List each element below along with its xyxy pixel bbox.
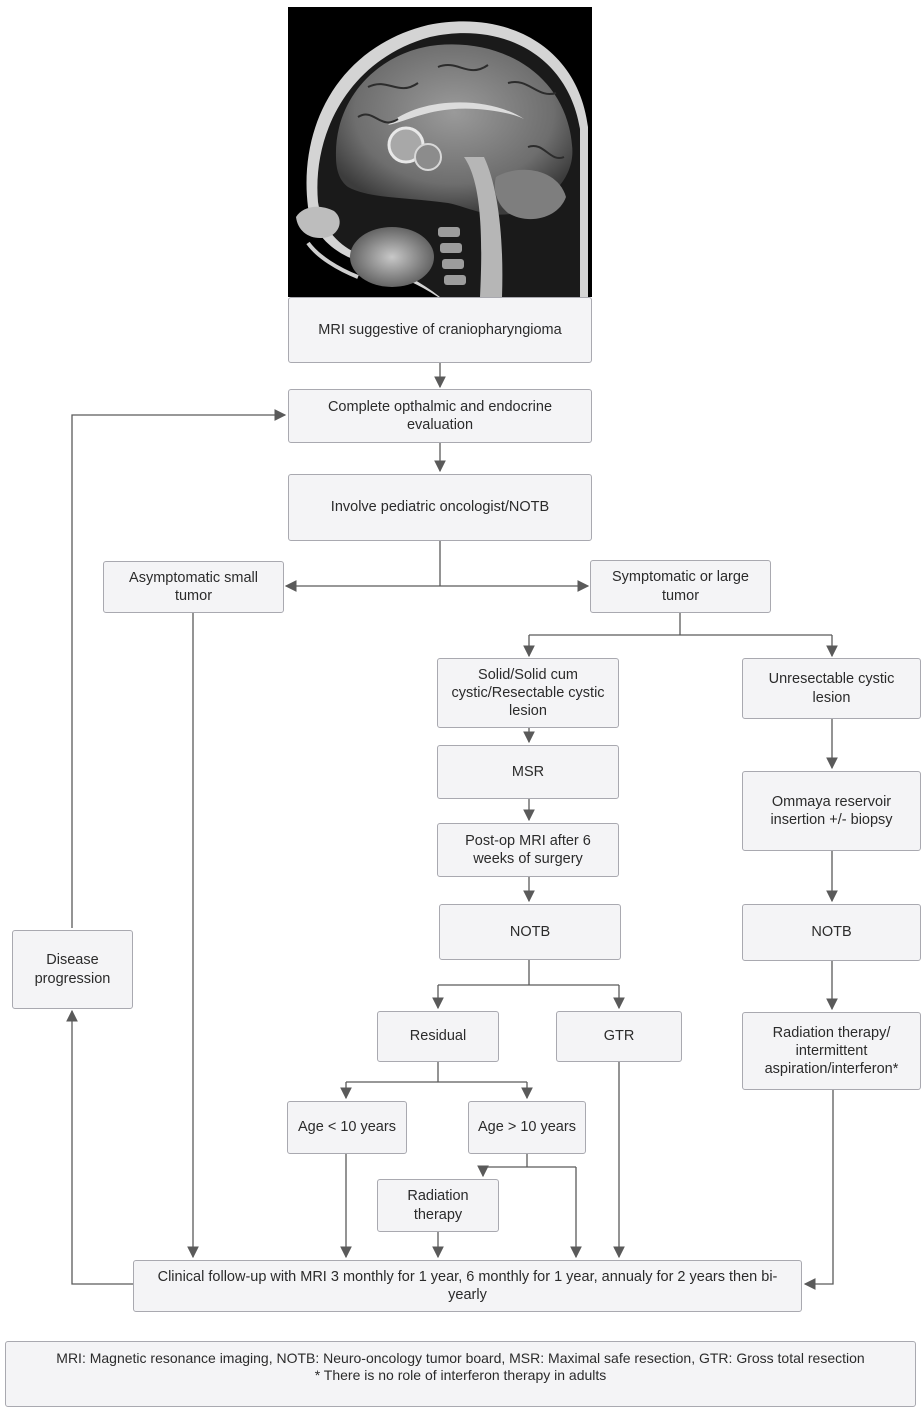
- notb-left-box: NOTB: [439, 904, 621, 960]
- age-lt10-box: Age < 10 years: [287, 1101, 407, 1154]
- connector-right-to-followup: [803, 1090, 834, 1290]
- gtr-box: GTR: [556, 1011, 682, 1062]
- legend-abbreviations: MRI: Magnetic resonance imaging, NOTB: N…: [56, 1350, 865, 1366]
- symptomatic-box: Symptomatic or large tumor: [590, 560, 771, 613]
- radiation-therapy-box: Radiation therapy: [377, 1179, 499, 1232]
- disease-progression-box: Disease progression: [12, 930, 133, 1009]
- mri-suggestive-box: MRI suggestive of craniopharyngioma: [288, 297, 592, 363]
- postop-mri-box: Post-op MRI after 6 weeks of surgery: [437, 823, 619, 877]
- radiation-options-box: Radiation therapy/ intermittent aspirati…: [742, 1012, 921, 1090]
- evaluation-box: Complete opthalmic and endocrine evaluat…: [288, 389, 592, 443]
- residual-box: Residual: [377, 1011, 499, 1062]
- solid-lesion-box: Solid/Solid cum cystic/Resectable cystic…: [437, 658, 619, 728]
- asymptomatic-box: Asymptomatic small tumor: [103, 561, 284, 613]
- msr-box: MSR: [437, 745, 619, 799]
- abbreviation-legend: MRI: Magnetic resonance imaging, NOTB: N…: [5, 1341, 916, 1407]
- ommaya-box: Ommaya reservoir insertion +/- biopsy: [742, 771, 921, 851]
- connector-followup-to-progression: [66, 1009, 133, 1285]
- unresectable-box: Unresectable cystic lesion: [742, 658, 921, 719]
- notb-right-box: NOTB: [742, 904, 921, 961]
- oncologist-box: Involve pediatric oncologist/NOTB: [288, 474, 592, 541]
- followup-box: Clinical follow-up with MRI 3 monthly fo…: [133, 1260, 802, 1312]
- legend-interferon-note: * There is no role of interferon therapy…: [314, 1366, 607, 1383]
- age-gt10-box: Age > 10 years: [468, 1101, 586, 1154]
- connector-progression-to-evaluation: [71, 409, 287, 928]
- brain-mri-image: [288, 7, 592, 297]
